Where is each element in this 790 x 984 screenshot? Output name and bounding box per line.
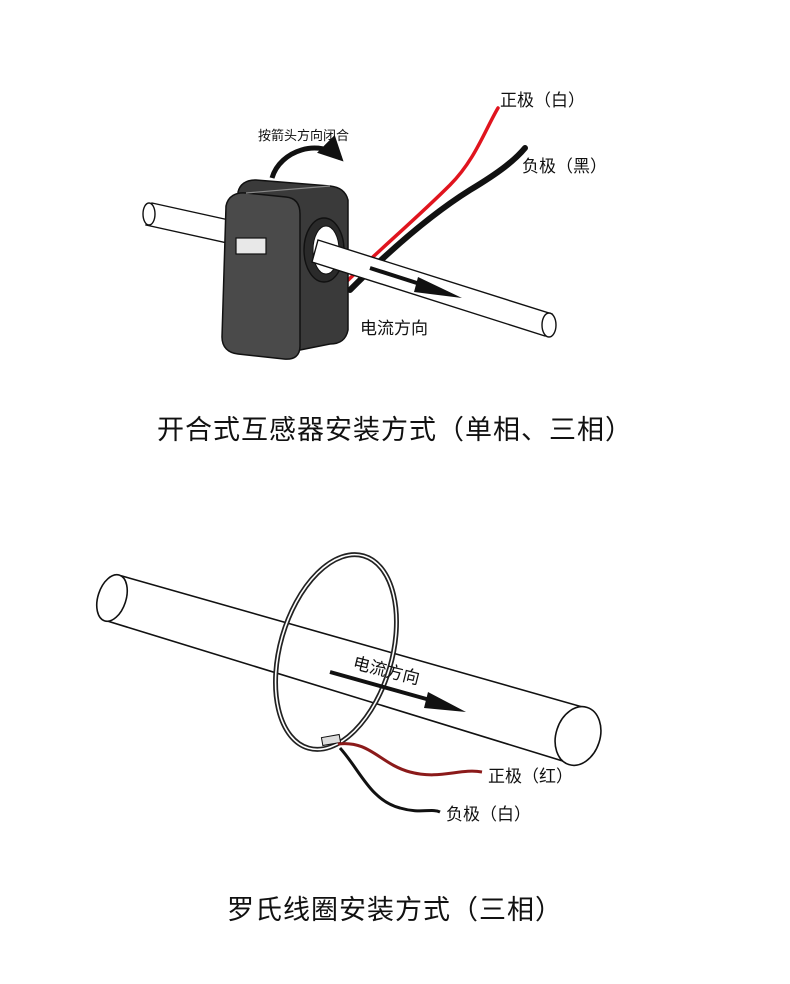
split-core-ct-diagram: 按箭头方向闭合 正极（白） 负极（黑） 电流方向 [142, 91, 607, 360]
positive-wire [343, 106, 500, 285]
current-label: 电流方向 [360, 319, 428, 339]
conductor-bar-left [142, 202, 239, 245]
negative-label-2: 负极（白） [446, 805, 531, 825]
close-direction-arrow [269, 135, 344, 179]
negative-label: 负极（黑） [522, 157, 607, 177]
current-arrow [369, 266, 421, 286]
positive-wire-2 [337, 742, 483, 777]
conductor-cylinder [95, 573, 602, 767]
rotate-label: 按箭头方向闭合 [258, 128, 349, 144]
split-core-ct [221, 179, 349, 360]
current-arrow-2 [329, 670, 431, 702]
rogowski-coil [273, 552, 399, 752]
positive-label-2: 正极（红） [488, 767, 573, 787]
positive-label: 正极（白） [500, 91, 585, 111]
negative-wire-2 [338, 746, 441, 814]
caption-split-core: 开合式互感器安装方式（单相、三相） [157, 415, 633, 446]
rogowski-coil-diagram: 电流方向 正极（红） 负极（白） [95, 552, 602, 825]
caption-rogowski: 罗氏线圈安装方式（三相） [227, 895, 563, 926]
